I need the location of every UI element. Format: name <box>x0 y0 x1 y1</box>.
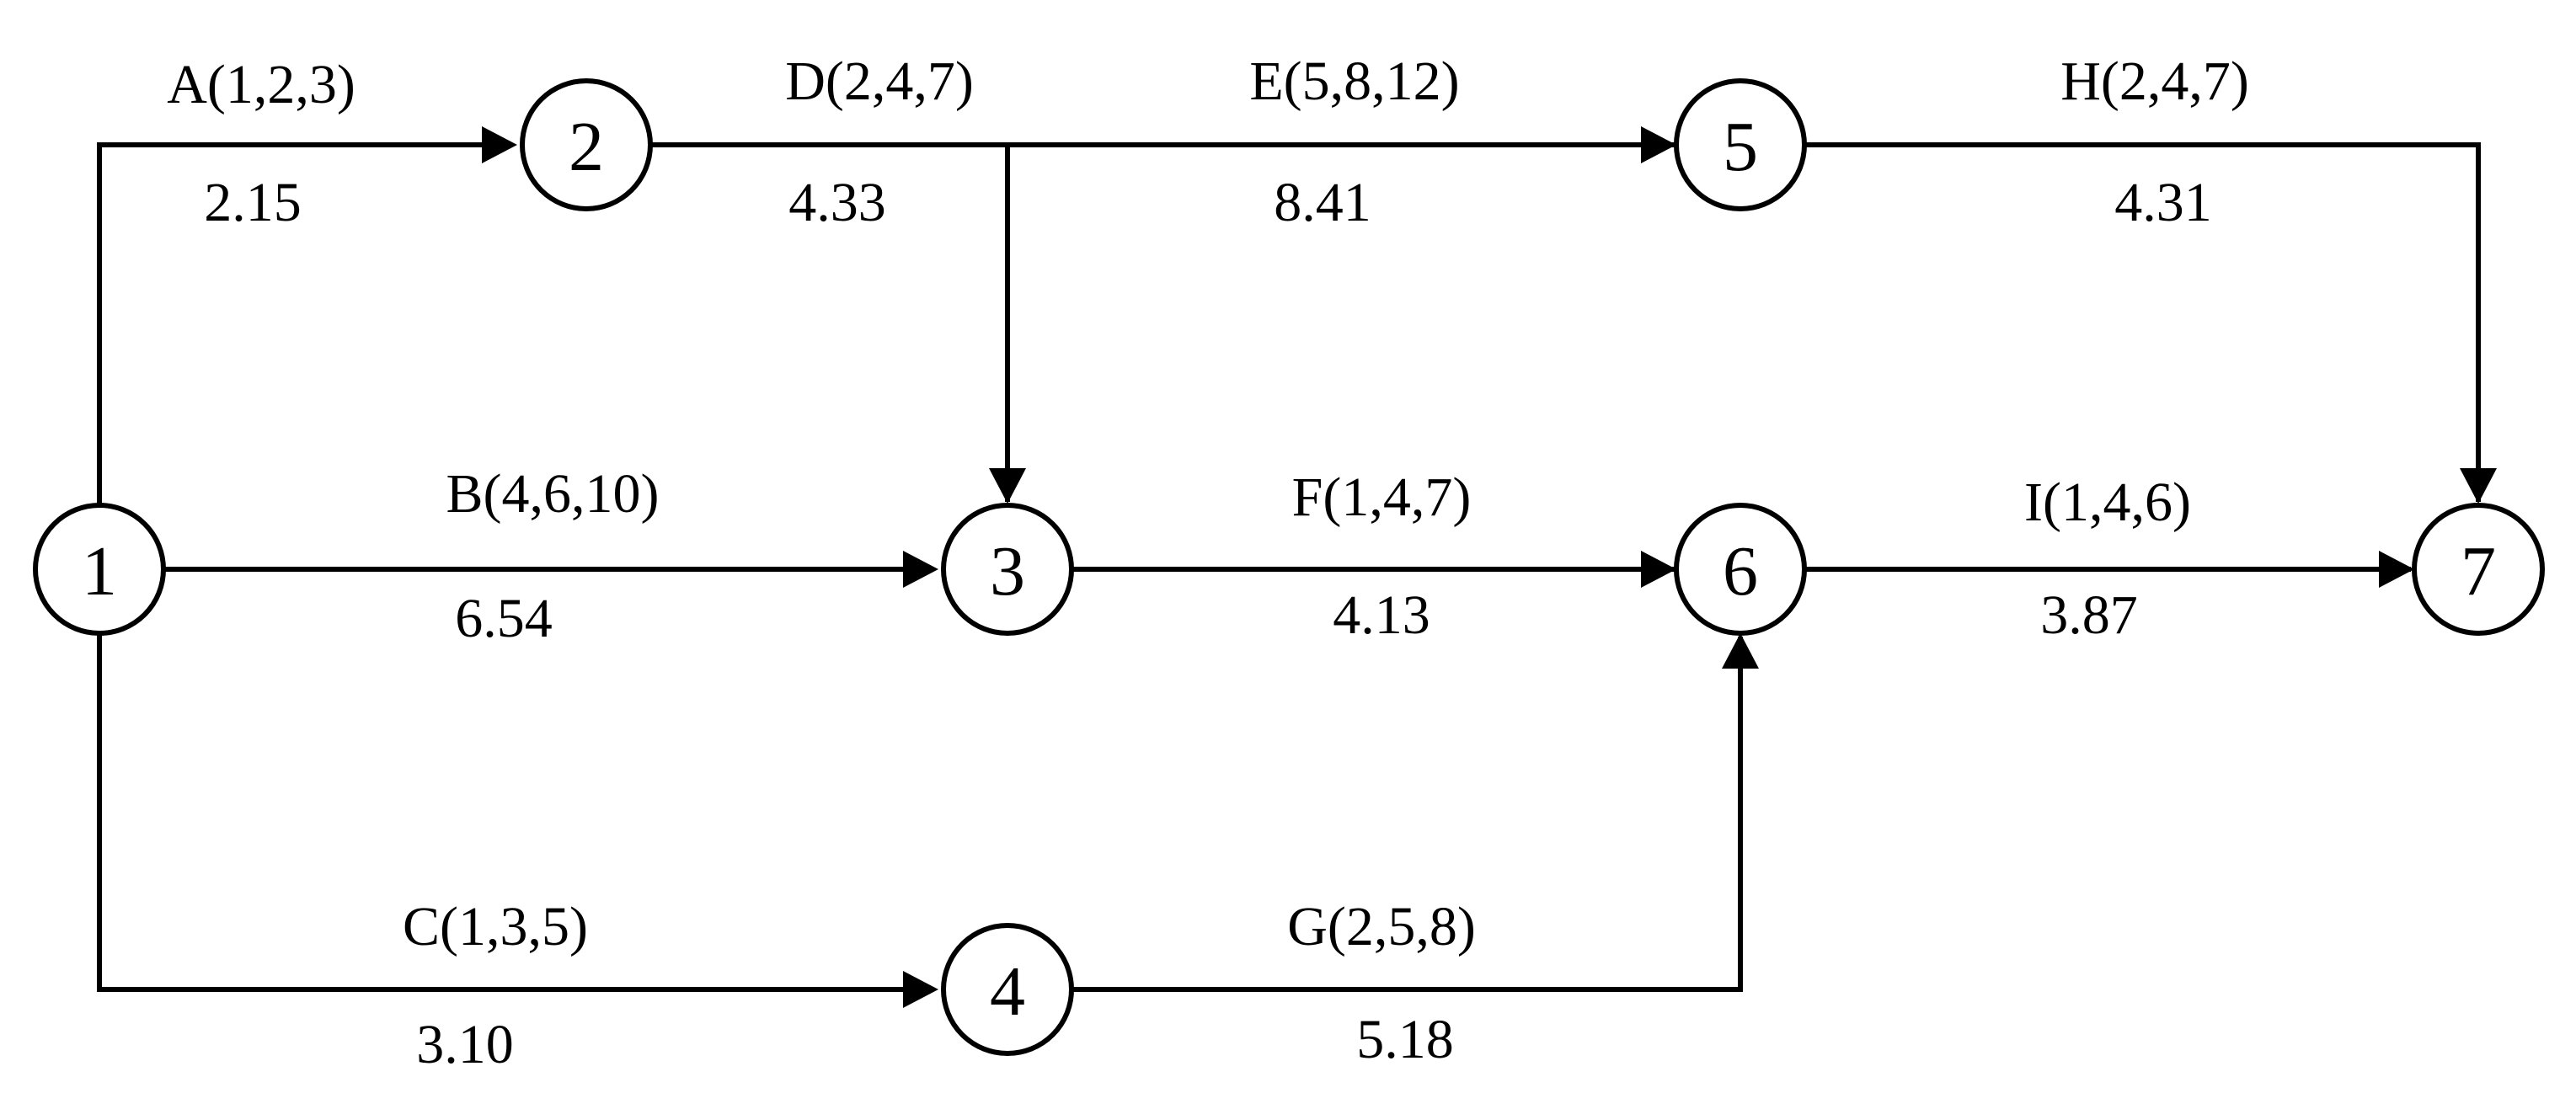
activity-label-H: H(2,4,7) <box>2060 51 2249 112</box>
node-2-label: 2 <box>569 108 604 186</box>
arrowhead-I <box>2379 551 2414 588</box>
activity-label-F: F(1,4,7) <box>1292 467 1472 528</box>
duration-label-B: 6.54 <box>455 588 553 649</box>
edge-H <box>1806 142 2481 502</box>
activity-label-E: E(5,8,12) <box>1249 51 1459 112</box>
activity-labels: A(1,2,3) B(4,6,10) C(1,3,5) D(2,4,7) E(5… <box>167 51 2249 957</box>
activity-label-B: B(4,6,10) <box>446 463 660 525</box>
arrowhead-A <box>482 126 517 163</box>
node-6: 6 <box>1674 503 1807 636</box>
duration-labels: 2.15 6.54 3.10 4.33 8.41 4.13 5.18 4.31 … <box>204 172 2212 1075</box>
node-5-label: 5 <box>1723 108 1758 186</box>
edge-C <box>97 635 927 992</box>
duration-label-E: 8.41 <box>1274 172 1371 233</box>
activity-label-D: D(2,4,7) <box>785 51 974 112</box>
duration-label-I: 3.87 <box>2040 584 2138 646</box>
arrowhead-C <box>903 971 938 1008</box>
node-6-label: 6 <box>1723 532 1758 610</box>
node-3-label: 3 <box>990 532 1025 610</box>
duration-label-H: 4.31 <box>2114 172 2212 233</box>
node-1: 1 <box>33 503 166 636</box>
arrowhead-H <box>2460 468 2497 504</box>
arrowhead-E <box>1641 126 1676 163</box>
node-7: 7 <box>2412 503 2545 636</box>
duration-label-C: 3.10 <box>416 1014 514 1075</box>
arrowhead-D <box>989 468 1026 504</box>
node-1-label: 1 <box>82 532 117 610</box>
duration-label-D: 4.33 <box>788 172 886 233</box>
node-5: 5 <box>1674 78 1807 211</box>
activity-label-G: G(2,5,8) <box>1287 896 1476 957</box>
arrowhead-F <box>1641 551 1676 588</box>
node-2: 2 <box>520 78 653 211</box>
nodes: 1 2 3 4 5 6 7 <box>33 78 2545 1056</box>
duration-label-A: 2.15 <box>204 172 302 233</box>
node-4: 4 <box>941 923 1074 1056</box>
arrowheads <box>482 126 2497 1008</box>
arrowhead-B <box>903 551 938 588</box>
node-7-label: 7 <box>2461 532 2496 610</box>
edge-G <box>1073 637 1743 992</box>
activity-label-C: C(1,3,5) <box>403 896 588 957</box>
activity-label-A: A(1,2,3) <box>167 54 355 115</box>
duration-label-F: 4.13 <box>1333 584 1430 646</box>
edge-A <box>97 142 507 569</box>
node-4-label: 4 <box>990 952 1025 1031</box>
activity-label-I: I(1,4,6) <box>2024 472 2191 533</box>
duration-label-G: 5.18 <box>1356 1009 1454 1070</box>
arrowhead-G <box>1722 633 1759 669</box>
edges <box>97 142 2481 992</box>
node-3: 3 <box>941 503 1074 636</box>
